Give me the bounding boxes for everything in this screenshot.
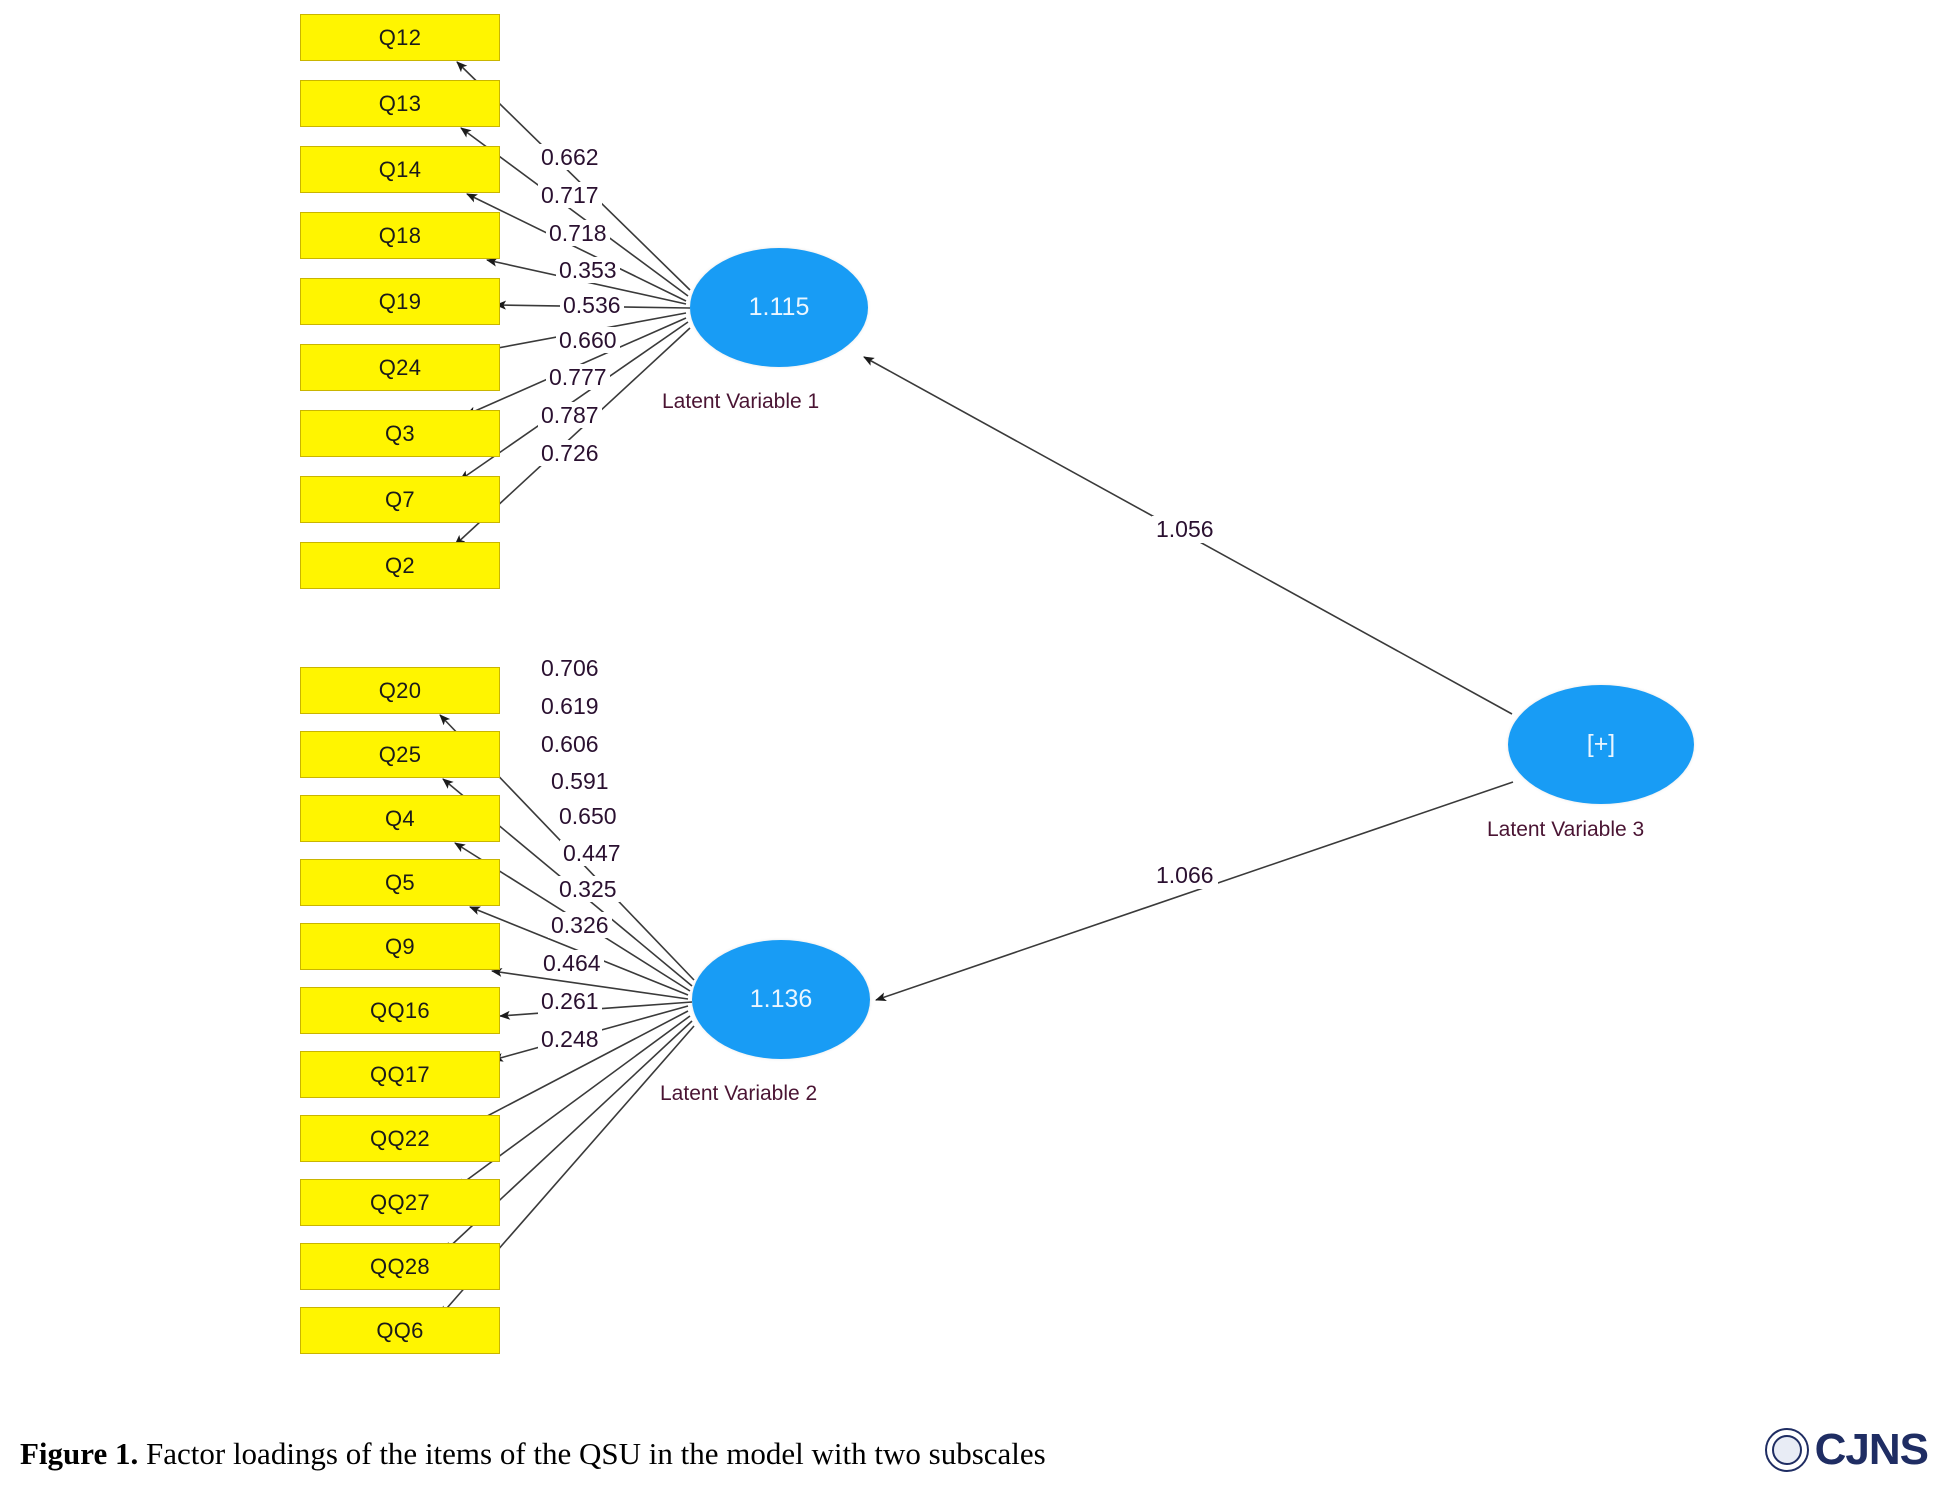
globe-emblem-icon — [1764, 1428, 1809, 1472]
loading-label-qq28: 0.261 — [538, 988, 602, 1014]
indicator-label: Q5 — [385, 869, 415, 895]
indicator-label: Q12 — [378, 24, 422, 50]
loading-label-q7: 0.787 — [538, 402, 602, 428]
loading-label-q20: 0.706 — [538, 655, 602, 681]
loading-label-qq16: 0.447 — [560, 840, 624, 866]
indicator-box-q12[interactable]: Q12 — [300, 14, 500, 61]
latent-variable-2-caption: Latent Variable 2 — [660, 1082, 818, 1105]
indicator-box-q24[interactable]: Q24 — [300, 344, 500, 391]
indicator-label: Q25 — [378, 741, 422, 767]
indicator-box-q7[interactable]: Q7 — [300, 476, 500, 523]
latent-variable-1-value: 1.115 — [748, 293, 810, 321]
loading-label-q19: 0.536 — [560, 292, 624, 318]
indicator-box-q18[interactable]: Q18 — [300, 212, 500, 259]
cjns-logo-text: CJNS — [1814, 1425, 1929, 1474]
path-diagram: Q12 Q13 Q14 Q18 Q19 Q24 Q3 Q7 Q2 0.662 0… — [300, 14, 1694, 1354]
edge-lv3-lv2 — [875, 781, 1514, 1002]
indicator-label: Q7 — [385, 486, 415, 512]
indicator-box-q9[interactable]: Q9 — [300, 923, 500, 970]
indicator-label: QQ16 — [370, 997, 430, 1023]
loading-label-qq6: 0.248 — [538, 1026, 602, 1052]
indicator-label: Q13 — [378, 90, 422, 116]
loading-label-q3: 0.777 — [546, 364, 610, 390]
loading-label-q18: 0.353 — [556, 257, 620, 283]
indicator-label: Q19 — [378, 288, 422, 314]
figure-caption: Figure 1. Factor loadings of the items o… — [20, 1436, 1046, 1472]
indicator-label: Q2 — [385, 552, 415, 578]
indicator-label: QQ6 — [376, 1317, 424, 1343]
loading-label-q5: 0.591 — [548, 768, 612, 794]
indicator-box-qq27[interactable]: QQ27 — [300, 1179, 500, 1226]
path-label-lv3-lv1: 1.056 — [1152, 516, 1218, 543]
indicator-box-q25[interactable]: Q25 — [300, 731, 500, 778]
loading-label-q14: 0.718 — [546, 220, 610, 246]
path-label-lv3-lv2: 1.066 — [1152, 862, 1218, 889]
loading-label-q4: 0.606 — [538, 731, 602, 757]
latent-variable-1-node[interactable]: 1.115 — [690, 248, 868, 367]
loading-label-q25: 0.619 — [538, 693, 602, 719]
indicator-box-q19[interactable]: Q19 — [300, 278, 500, 325]
loading-label-qq22: 0.326 — [548, 912, 612, 938]
indicator-label: QQ17 — [370, 1061, 430, 1087]
latent-variable-3-value: [+] — [1586, 730, 1616, 758]
indicator-label: Q9 — [385, 933, 415, 959]
indicator-label: Q24 — [378, 354, 422, 380]
indicator-box-qq22[interactable]: QQ22 — [300, 1115, 500, 1162]
latent-variable-2-node[interactable]: 1.136 — [692, 940, 870, 1059]
indicator-box-q3[interactable]: Q3 — [300, 410, 500, 457]
indicator-box-q4[interactable]: Q4 — [300, 795, 500, 842]
indicator-label: QQ27 — [370, 1189, 430, 1215]
loading-label-q9: 0.650 — [556, 803, 620, 829]
loading-label-qq27: 0.464 — [540, 950, 604, 976]
indicator-box-q13[interactable]: Q13 — [300, 80, 500, 127]
figure-caption-row: Figure 1. Factor loadings of the items o… — [0, 1420, 1940, 1503]
indicator-box-qq28[interactable]: QQ28 — [300, 1243, 500, 1290]
indicator-label: QQ22 — [370, 1125, 430, 1151]
indicator-box-q2[interactable]: Q2 — [300, 542, 500, 589]
indicator-box-qq16[interactable]: QQ16 — [300, 987, 500, 1034]
latent-variable-3-caption: Latent Variable 3 — [1487, 818, 1645, 841]
indicator-box-qq17[interactable]: QQ17 — [300, 1051, 500, 1098]
indicator-box-q20[interactable]: Q20 — [300, 667, 500, 714]
loading-label-q12: 0.662 — [538, 144, 602, 170]
latent-variable-2-value: 1.136 — [749, 985, 813, 1013]
loading-label-q24: 0.660 — [556, 327, 620, 353]
figure-caption-label: Figure 1. — [20, 1436, 139, 1471]
loading-label-q13: 0.717 — [538, 182, 602, 208]
latent-variable-1-caption: Latent Variable 1 — [662, 390, 820, 413]
indicator-label: Q4 — [385, 805, 415, 831]
figure-caption-text: Factor loadings of the items of the QSU … — [138, 1436, 1046, 1471]
indicator-box-q5[interactable]: Q5 — [300, 859, 500, 906]
indicator-label: QQ28 — [370, 1253, 430, 1279]
latent-variable-3-node[interactable]: [+] — [1508, 685, 1694, 804]
loading-label-qq17: 0.325 — [556, 876, 620, 902]
globe-inner-icon — [1771, 1435, 1802, 1465]
indicator-label: Q18 — [378, 222, 422, 248]
indicator-label: Q3 — [385, 420, 415, 446]
indicator-label: Q14 — [378, 156, 422, 182]
indicator-label: Q20 — [378, 677, 422, 703]
cjns-logo: CJNS — [1764, 1425, 1929, 1474]
loading-label-q2: 0.726 — [538, 440, 602, 466]
indicator-box-q14[interactable]: Q14 — [300, 146, 500, 193]
indicator-box-qq6[interactable]: QQ6 — [300, 1307, 500, 1354]
